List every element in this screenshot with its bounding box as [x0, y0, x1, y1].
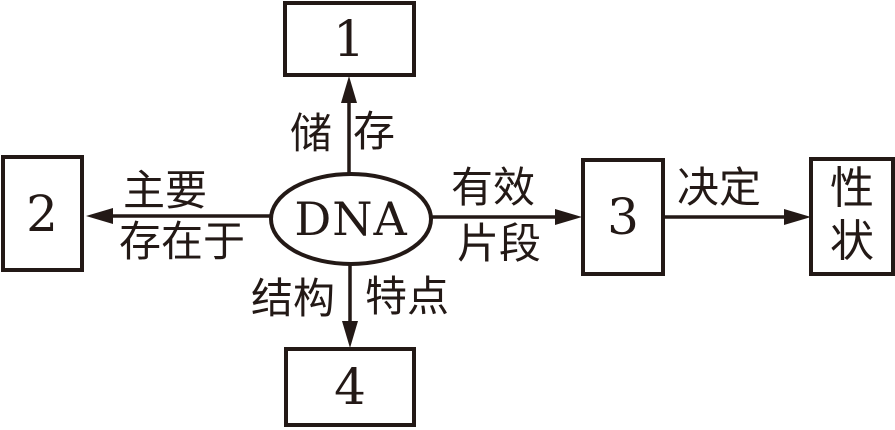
box-traits-label-char2: 状	[830, 216, 874, 267]
arrow-segment-head	[555, 209, 582, 225]
arrow-exists-head	[86, 208, 113, 224]
box-1	[283, 1, 416, 77]
edge-store-label-right: 存	[353, 107, 395, 156]
box-traits	[809, 157, 895, 276]
edge-segment-label-bottom: 片段	[457, 219, 541, 268]
box-1-label: 1	[333, 10, 365, 68]
edge-segment-label-top: 有效	[451, 163, 535, 212]
box-2	[1, 155, 84, 272]
arrow-store-head	[341, 76, 357, 103]
box-traits-label-char1: 性	[830, 163, 874, 214]
edge-exists-label-bottom: 存在于	[119, 217, 245, 266]
edge-structure-label-left: 结构	[251, 274, 335, 323]
edge-determine-label: 决定	[677, 163, 761, 212]
box-3	[581, 158, 665, 276]
edge-structure-label-right: 特点	[365, 272, 449, 321]
box-4-label: 4	[334, 358, 366, 416]
edge-store-label-left: 储	[290, 109, 332, 158]
edge-exists-label-top: 主要	[123, 166, 207, 215]
box-2-label: 2	[26, 185, 58, 243]
box-3-label: 3	[607, 188, 639, 246]
arrow-determine-head	[784, 209, 811, 225]
arrow-structure-head	[342, 321, 358, 348]
dna-label: DNA	[294, 192, 407, 246]
box-4	[284, 347, 416, 427]
